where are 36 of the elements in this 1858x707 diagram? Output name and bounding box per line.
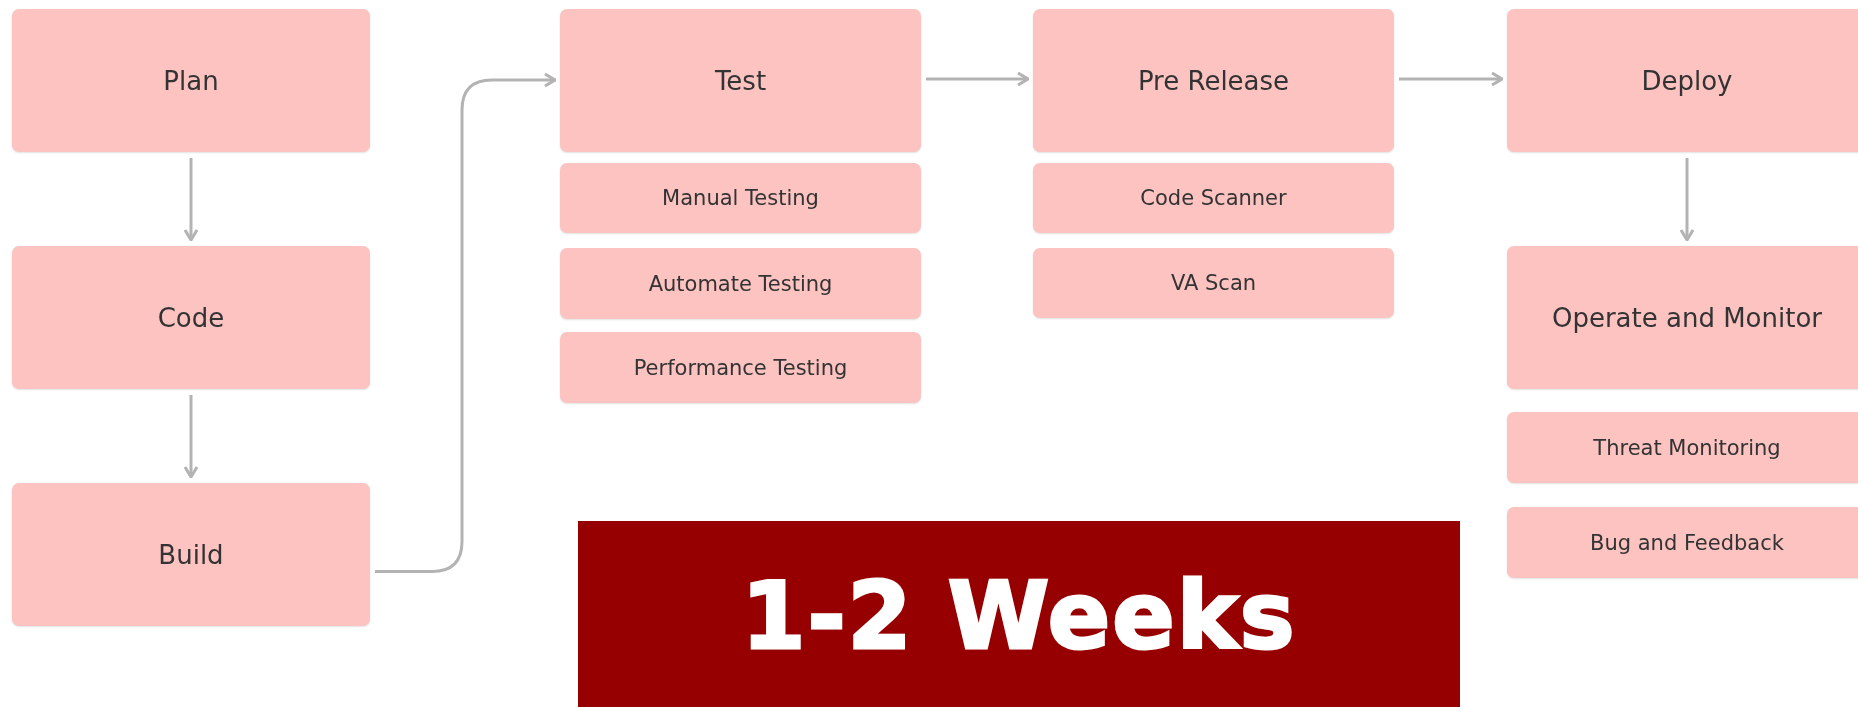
stage-label: Plan — [162, 65, 220, 96]
task-label: Threat Monitoring — [1592, 435, 1782, 460]
stage-box — [1033, 9, 1394, 152]
task-box — [560, 332, 921, 403]
arrow — [1679, 158, 1695, 242]
task-box — [1507, 507, 1858, 578]
stage-label: Deploy — [1640, 65, 1734, 96]
stage-box — [12, 9, 370, 152]
stage-label: Operate and Monitor — [1550, 302, 1824, 333]
task-label: Bug and Feedback — [1589, 530, 1785, 555]
stage-box — [12, 483, 370, 626]
stage-box — [12, 246, 370, 389]
arrow — [183, 158, 199, 242]
stage-label: Pre Release — [1136, 65, 1291, 96]
task-label: Performance Testing — [632, 355, 849, 380]
task-box — [1033, 163, 1394, 233]
arrow — [1399, 71, 1504, 87]
task-box — [560, 163, 921, 233]
stage-box — [1507, 9, 1858, 152]
task-box — [560, 248, 921, 319]
task-label: Automate Testing — [647, 271, 834, 296]
task-box — [1033, 248, 1394, 318]
stage-label: Test — [713, 65, 768, 96]
task-label: Manual Testing — [661, 186, 820, 210]
task-box — [1507, 412, 1858, 483]
stage-box — [560, 9, 921, 152]
arrow — [375, 72, 557, 573]
stage-label: Code — [156, 302, 226, 333]
duration-label: 1-2 Weeks — [740, 562, 1298, 670]
duration-banner — [578, 521, 1460, 707]
stage-box — [1507, 246, 1858, 389]
arrow — [183, 395, 199, 479]
arrow — [926, 71, 1030, 87]
task-label: Code Scanner — [1139, 186, 1288, 210]
task-label: VA Scan — [1169, 271, 1258, 295]
stage-label: Build — [157, 539, 225, 570]
